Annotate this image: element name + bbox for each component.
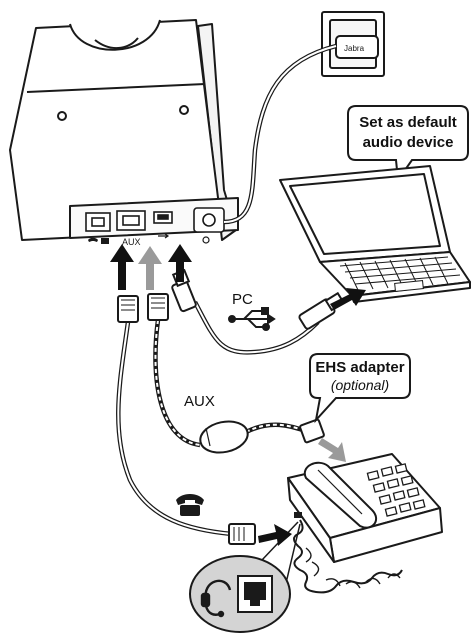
- phone-handset-icon: [176, 494, 204, 516]
- usb-icon: [228, 307, 276, 331]
- desk-phone-port: [294, 512, 302, 518]
- desk-phone-keypad: [366, 463, 426, 517]
- arrow-aux-to-deskphone: [318, 438, 346, 462]
- laptop-keyboard: [339, 256, 461, 292]
- base-port-symbols: [88, 233, 210, 244]
- aux-label: AUX: [184, 393, 215, 410]
- base-port-usb: [153, 211, 173, 224]
- phone-jack-icon: [237, 575, 273, 613]
- handset-coiled-cord: [293, 519, 403, 594]
- rj-plug-aux-base: [147, 293, 169, 321]
- base-aux-port-label: AUX: [122, 237, 141, 247]
- rj-plug-phone-end: [228, 523, 256, 545]
- arrow-aux-port: [138, 246, 162, 290]
- headset-icon: [200, 579, 232, 618]
- headset-base-station: [9, 19, 239, 241]
- ehs-line2: (optional): [331, 377, 389, 393]
- arrow-phone-to-deskphone: [258, 524, 292, 546]
- ehs-line1: EHS adapter: [315, 359, 404, 376]
- rj-plug-aux-end: [299, 418, 325, 444]
- ehs-adapter-box: [199, 420, 249, 454]
- ehs-bubble: [309, 353, 411, 424]
- usb-plug-pc-end: [298, 291, 345, 330]
- desk-phone-handset: [303, 461, 378, 529]
- usb-brand-label: Jabra: [344, 44, 365, 53]
- arrow-usb-port: [168, 244, 192, 282]
- laptop: [279, 165, 471, 303]
- arrow-phone-port: [110, 244, 134, 290]
- base-port-phone: [85, 212, 111, 232]
- rj-plug-phone-base: [117, 295, 139, 323]
- base-port-aux: [116, 210, 146, 231]
- default-device-line1: Set as default: [359, 114, 457, 131]
- base-port-power: [193, 207, 225, 233]
- default-device-line2: audio device: [363, 134, 454, 151]
- pc-label: PC: [232, 291, 253, 308]
- arrow-to-pc: [330, 288, 366, 310]
